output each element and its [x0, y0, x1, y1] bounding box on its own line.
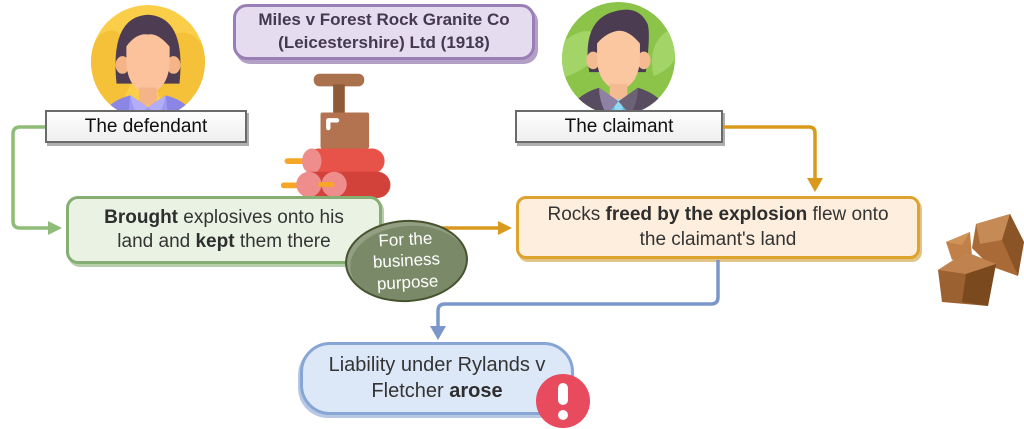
arrow-defendant-to-brought: [11, 125, 62, 235]
arrow-claimant-to-rocks: [723, 125, 823, 192]
claimant-avatar: [560, 0, 677, 117]
rocks-illustration: [932, 212, 1024, 312]
arrow-rocks-to-liability: [430, 260, 720, 340]
man-avatar-green-icon: [561, 1, 676, 116]
exclamation-alert-icon: [536, 374, 590, 428]
claimant-label: The claimant: [515, 110, 723, 143]
defendant-avatar: [89, 3, 207, 121]
defendant-label-text: The defendant: [84, 115, 208, 137]
detonator-dynamite-icon: [280, 73, 391, 198]
case-title-box: Miles v Forest Rock Granite Co(Leicester…: [233, 4, 535, 60]
defendant-label: The defendant: [45, 110, 247, 143]
explosives-illustration: [280, 64, 395, 198]
case-title-text: Miles v Forest Rock Granite Co(Leicester…: [258, 10, 510, 52]
alert-bar: [558, 382, 568, 405]
man-avatar-yellow-icon: [90, 4, 206, 120]
claimant-label-text: The claimant: [564, 115, 674, 137]
rock-fragments-icon: [938, 214, 1024, 306]
alert-dot: [558, 409, 568, 420]
